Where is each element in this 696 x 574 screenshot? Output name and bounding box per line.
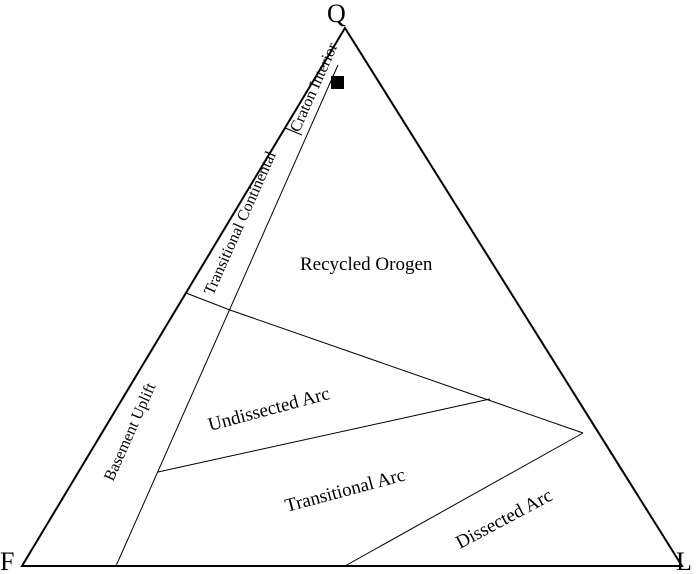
vertex-label-l: L [676,547,692,574]
field-label-dissected-arc: Dissected Arc [452,485,556,553]
triangle-outline [20,26,684,567]
boundary-transitional-dissected-arc [344,432,584,567]
field-label-basement-uplift: Basement Uplift [101,380,160,484]
vertex-label-q: Q [327,0,346,28]
boundary-craton-transitional-inner [115,64,339,567]
field-label-transitional-arc: Transitional Arc [283,465,408,517]
boundary-undissected-transitional-arc [157,398,491,473]
sample-marker [331,76,344,89]
field-label-recycled-orogen: Recycled Orogen [300,254,433,275]
boundary-transitional-basement [185,292,231,311]
field-label-undissected-arc: Undissected Arc [206,383,332,436]
vertex-label-f: F [0,547,14,574]
boundary-craton-transitional-cross [284,127,303,136]
boundary-recycled-orogen-lower [229,309,584,434]
